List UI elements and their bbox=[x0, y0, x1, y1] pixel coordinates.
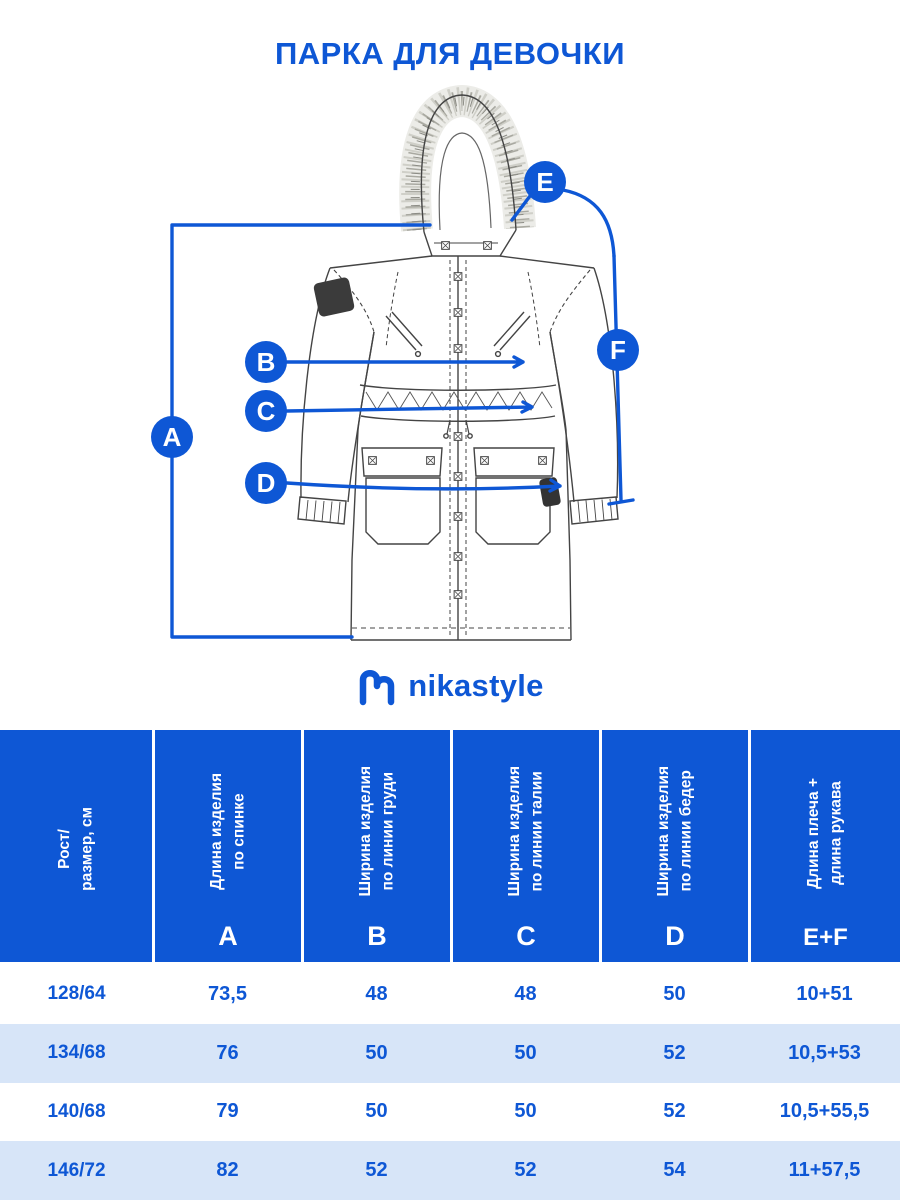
table-row: 128/64 73,5 48 48 50 10+51 bbox=[0, 965, 900, 1024]
size-cell: 140/68 bbox=[47, 1100, 106, 1122]
value-cell: 48 bbox=[365, 982, 388, 1005]
value-cell: 50 bbox=[365, 1100, 388, 1123]
svg-text:C: C bbox=[257, 396, 276, 426]
value-cell: 48 bbox=[514, 982, 537, 1005]
measure-line-c bbox=[285, 400, 534, 414]
sleeve-right bbox=[593, 267, 619, 499]
value-cell: 52 bbox=[663, 1100, 686, 1123]
value-cell: 10,5+55,5 bbox=[779, 1100, 870, 1123]
col-header-a: Длина изделия по спинке A bbox=[155, 730, 301, 962]
size-table: Рост/ размер, см Длина изделия по спинке… bbox=[0, 730, 900, 1200]
measure-line-e bbox=[510, 188, 616, 258]
table-header: Рост/ размер, см Длина изделия по спинке… bbox=[0, 730, 900, 962]
col-header-d: Ширина изделия по линии бедер D bbox=[602, 730, 748, 962]
label-circle-f: F bbox=[597, 329, 639, 371]
value-cell: 54 bbox=[663, 1159, 686, 1182]
label-circle-e: E bbox=[524, 161, 566, 203]
label-circle-b: B bbox=[245, 341, 287, 383]
table-row: 146/72 82 52 52 54 11+57,5 bbox=[0, 1141, 900, 1200]
brand-name: nikastyle bbox=[408, 668, 544, 703]
value-cell: 50 bbox=[663, 982, 686, 1005]
value-cell: 52 bbox=[365, 1159, 388, 1182]
value-cell: 11+57,5 bbox=[788, 1159, 861, 1182]
label-circle-d: D bbox=[245, 462, 287, 504]
col-header-c: Ширина изделия по линии талии C bbox=[453, 730, 599, 962]
chest-pocket-right bbox=[493, 311, 531, 358]
value-cell: 79 bbox=[216, 1100, 239, 1123]
brand-logo-icon bbox=[360, 670, 395, 706]
measure-line-d bbox=[285, 478, 562, 493]
value-cell: 50 bbox=[514, 1041, 537, 1064]
svg-text:F: F bbox=[610, 335, 626, 365]
svg-text:B: B bbox=[257, 347, 276, 377]
measure-line-b bbox=[285, 355, 525, 369]
label-circle-a: A bbox=[151, 416, 193, 458]
label-circle-c: C bbox=[245, 390, 287, 432]
col-header-ef: Длина плеча + длина рукава E+F bbox=[751, 730, 900, 962]
page-title: ПАРКА ДЛЯ ДЕВОЧКИ bbox=[275, 36, 625, 71]
col-header-b: Ширина изделия по линии груди B bbox=[304, 730, 450, 962]
measure-line-f bbox=[607, 254, 635, 506]
value-cell: 10+51 bbox=[796, 982, 853, 1005]
chest-pocket-left bbox=[385, 311, 423, 358]
cuff-right bbox=[569, 496, 619, 525]
cuff-left bbox=[297, 496, 347, 525]
body-side-left bbox=[350, 331, 375, 641]
svg-text:D: D bbox=[257, 468, 276, 498]
shoulder-left bbox=[329, 255, 433, 269]
hood-opening bbox=[438, 132, 492, 231]
parka-diagram: A B C D E F bbox=[151, 84, 639, 641]
value-cell: 82 bbox=[216, 1159, 239, 1182]
measure-line-a bbox=[170, 223, 432, 639]
value-cell: 52 bbox=[663, 1041, 686, 1064]
size-cell: 128/64 bbox=[47, 983, 106, 1005]
brand-logo: nikastyle bbox=[0, 666, 900, 706]
value-cell: 50 bbox=[514, 1100, 537, 1123]
value-cell: 10,5+53 bbox=[788, 1041, 861, 1064]
hood-outline bbox=[420, 94, 517, 233]
fur-trim bbox=[399, 84, 536, 232]
waist-drawstring bbox=[359, 384, 557, 439]
value-cell: 76 bbox=[216, 1041, 239, 1064]
table-row: 134/68 76 50 50 52 10,5+53 bbox=[0, 1023, 900, 1083]
size-cell: 134/68 bbox=[47, 1042, 106, 1064]
value-cell: 50 bbox=[365, 1041, 388, 1064]
body-side-right bbox=[549, 331, 572, 641]
parka-drawing bbox=[297, 84, 619, 641]
value-cell: 52 bbox=[514, 1159, 537, 1182]
collar bbox=[423, 229, 517, 257]
table-row: 140/68 79 50 50 52 10,5+55,5 bbox=[0, 1083, 900, 1142]
shoulder-right bbox=[499, 255, 595, 269]
hip-pocket-left bbox=[361, 447, 443, 545]
value-cell: 73,5 bbox=[208, 982, 247, 1005]
size-cell: 146/72 bbox=[47, 1159, 106, 1181]
svg-text:E: E bbox=[536, 167, 553, 197]
col-header-height: Рост/ размер, см bbox=[0, 730, 152, 962]
sleeve-logo-patch bbox=[313, 277, 355, 317]
svg-text:A: A bbox=[163, 422, 182, 452]
